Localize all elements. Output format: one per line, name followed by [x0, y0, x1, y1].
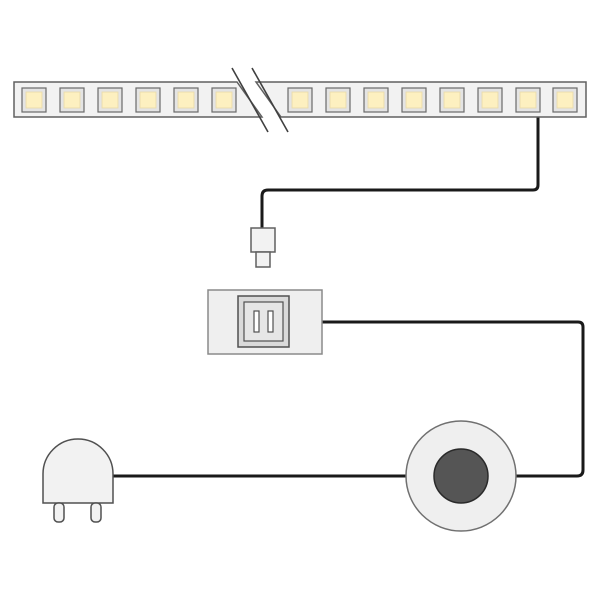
socket-slot	[253, 310, 260, 333]
led-chip-light	[25, 91, 43, 109]
mains-plug-body	[42, 438, 114, 504]
strip-to-connector-cable	[260, 114, 540, 230]
mains-plug-pin	[90, 502, 102, 523]
led-chip-light	[291, 91, 309, 109]
led-chip-light	[101, 91, 119, 109]
mains-plug-pin	[53, 502, 65, 523]
dimmer-knob-button	[433, 448, 489, 504]
led-chip-light	[177, 91, 195, 109]
mains-plug	[42, 438, 114, 523]
socket-slot	[267, 310, 274, 333]
cut-mark-line	[231, 67, 269, 133]
connector-tip	[255, 251, 271, 268]
led-chip-light	[556, 91, 574, 109]
supply-to-dimmer-cable	[320, 320, 585, 478]
led-chip-light	[139, 91, 157, 109]
cut-mark-line	[251, 67, 289, 133]
dimmer-knob	[405, 420, 517, 532]
led-chip-light	[443, 91, 461, 109]
socket-face	[243, 301, 284, 342]
led-chip-light	[405, 91, 423, 109]
led-chip-light	[215, 91, 233, 109]
power-supply	[207, 289, 323, 355]
led-chip-light	[481, 91, 499, 109]
led-chips	[21, 87, 578, 113]
led-chip-light	[367, 91, 385, 109]
connector-body	[250, 227, 276, 253]
cables	[110, 114, 585, 478]
led-chip-light	[63, 91, 81, 109]
connector-plug	[250, 227, 276, 268]
led-strip	[13, 67, 587, 133]
led-chip-light	[519, 91, 537, 109]
led-chip-light	[329, 91, 347, 109]
